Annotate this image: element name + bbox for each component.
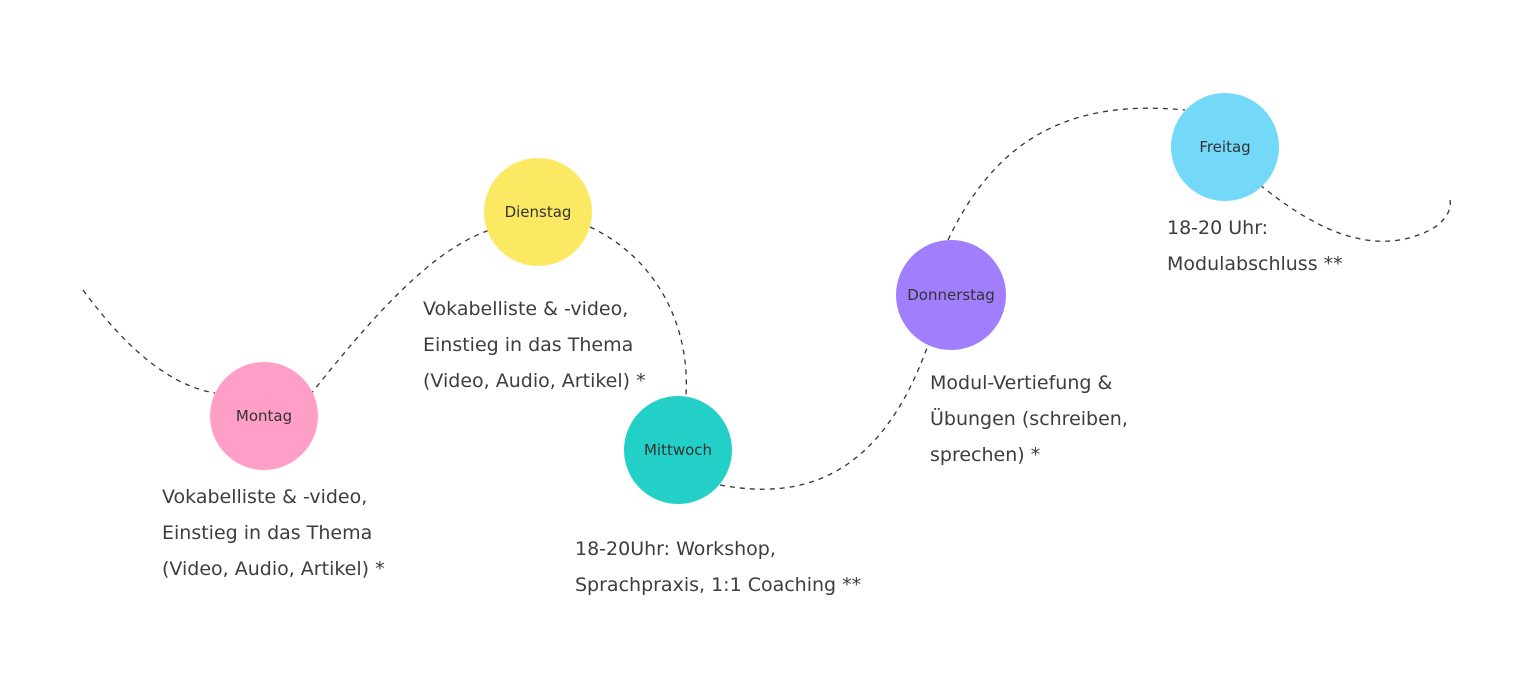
desc-line: Übungen (schreiben, [930,408,1128,430]
day-label-donnerstag: Donnerstag [907,286,995,304]
desc-line: 18-20Uhr: Workshop, [575,538,776,560]
day-label-montag: Montag [235,407,293,425]
desc-line: Einstieg in das Thema [162,522,373,544]
desc-line: Modul-Vertiefung & [930,372,1113,394]
desc-freitag: 18-20 Uhr: Modulabschluss ** [1167,210,1343,282]
circle-freitag: Freitag [1171,93,1279,201]
desc-line: 18-20 Uhr: [1167,217,1269,239]
circle-donnerstag: Donnerstag [896,240,1006,350]
desc-line: Modulabschluss ** [1167,253,1343,275]
desc-line: sprechen) * [930,444,1041,466]
desc-dienstag: Vokabelliste & -video, Einstieg in das T… [423,291,646,399]
desc-line: Einstieg in das Thema [423,334,634,356]
desc-mittwoch: 18-20Uhr: Workshop, Sprachpraxis, 1:1 Co… [575,531,861,603]
desc-line: Sprachpraxis, 1:1 Coaching ** [575,574,862,596]
desc-line: (Video, Audio, Artikel) * [162,558,385,580]
desc-line: Vokabelliste & -video, [162,486,368,508]
desc-line: (Video, Audio, Artikel) * [423,370,646,392]
day-label-dienstag: Dienstag [504,203,572,221]
day-label-freitag: Freitag [1199,138,1251,156]
timeline-curve [82,107,1451,490]
desc-donnerstag: Modul-Vertiefung & Übungen (schreiben, s… [930,365,1128,473]
desc-line: Vokabelliste & -video, [423,298,629,320]
circle-dienstag: Dienstag [484,158,592,266]
circle-mittwoch: Mittwoch [624,396,732,504]
circle-montag: Montag [210,362,318,470]
day-label-mittwoch: Mittwoch [643,441,713,459]
desc-montag: Vokabelliste & -video, Einstieg in das T… [162,479,385,587]
